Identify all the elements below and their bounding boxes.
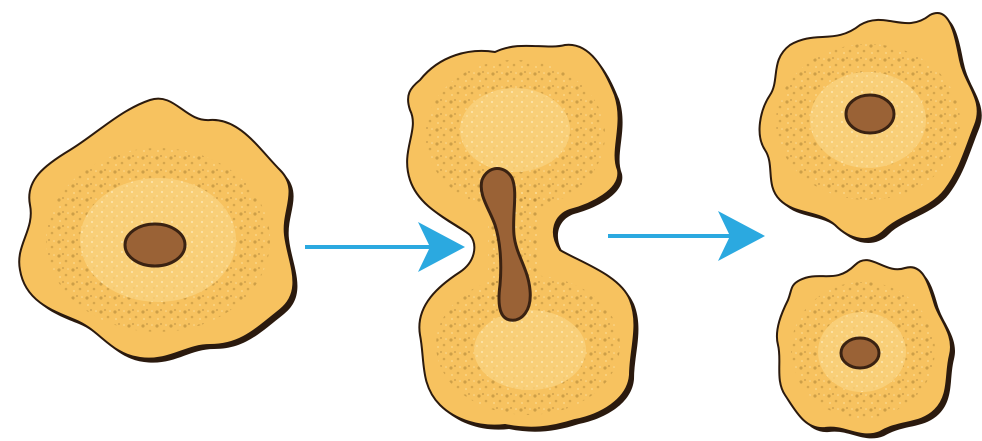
daughter-cell-top-nucleus	[846, 95, 894, 133]
parent-cell-nucleus	[125, 224, 185, 266]
dividing-cell-lower-speckle	[474, 310, 586, 390]
daughter-cell-top	[760, 13, 982, 243]
arrow-1	[305, 222, 465, 272]
dividing-cell-upper-speckle	[460, 88, 570, 172]
daughter-cell-bottom	[777, 260, 955, 438]
arrow-2	[608, 211, 765, 261]
parent-cell	[19, 99, 297, 363]
daughter-cell-bottom-nucleus	[841, 338, 879, 368]
